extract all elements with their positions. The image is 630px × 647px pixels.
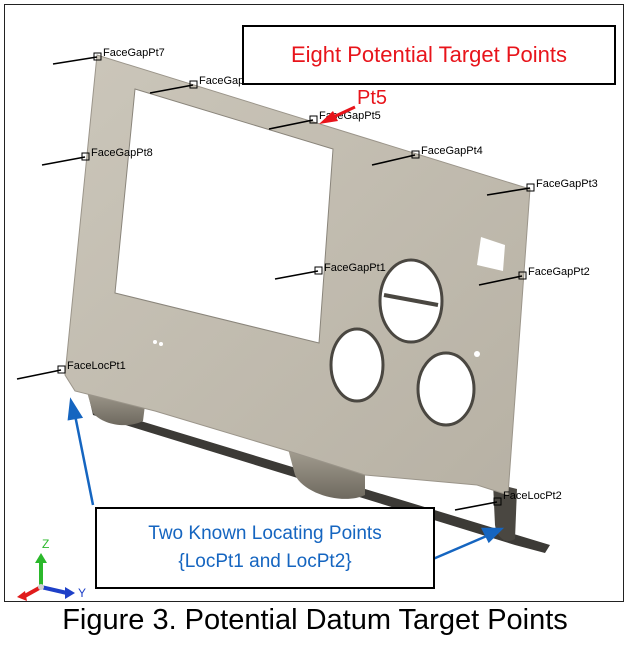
label-pt1: FaceGapPt1 [324,262,386,274]
pin-hole-a [153,340,157,344]
leader-pt6 [149,84,194,94]
label-pt3: FaceGapPt3 [536,178,598,190]
leader-loc2 [454,501,498,511]
part-scene: FaceGapPt7 FaceGapPt6 FaceGapPt5 FaceGap… [16,47,598,601]
title-callout-text: Eight Potential Target Points [291,42,567,67]
arrow-loc2 [432,533,490,561]
leader-pt2 [478,275,523,286]
marker-pt5 [309,115,318,124]
leader-pt7 [52,56,98,65]
target-markers [57,52,535,506]
leader-pt3 [486,187,531,196]
label-pt2: FaceGapPt2 [528,266,590,278]
pin-hole-b [159,342,163,346]
marker-pt2 [518,271,527,280]
figure-frame: FaceGapPt7 FaceGapPt6 FaceGapPt5 FaceGap… [4,4,624,602]
locating-points-line1: Two Known Locating Points [148,523,382,544]
leader-pt4 [371,154,416,166]
locating-points-box: Two Known Locating Points {LocPt1 and Lo… [95,507,435,589]
pt5-arrow [319,105,356,124]
label-pt8: FaceGapPt8 [91,147,153,159]
target-leaders [16,56,531,511]
marker-loc2 [493,497,502,506]
locating-arrows [67,397,505,561]
label-pt7: FaceGapPt7 [103,47,165,59]
marker-pt7 [93,52,102,61]
round-hole-right [416,351,476,427]
label-pt4: FaceGapPt4 [421,145,483,157]
square-hole [477,237,505,271]
leader-pt1 [274,270,319,280]
marker-loc1 [57,365,66,374]
marker-pt6 [189,80,198,89]
label-loc1: FaceLocPt1 [67,360,126,372]
leader-loc1 [16,369,62,380]
marker-pt4 [411,150,420,159]
leader-pt8 [41,156,86,166]
figure-caption: Figure 3. Potential Datum Target Points [62,604,568,636]
marker-pt8 [81,152,90,161]
title-callout-box: Eight Potential Target Points [242,25,616,85]
marker-pt1 [314,266,323,275]
marker-pt3 [526,183,535,192]
label-loc2: FaceLocPt2 [503,490,562,502]
round-hole-left [329,327,385,403]
locating-points-line2: {LocPt1 and LocPt2} [178,551,352,572]
axis-y-label: Y [78,586,86,600]
leader-pt5 [268,119,314,130]
pt5-callout-label: Pt5 [357,87,388,109]
middle-foot [287,445,365,499]
arrow-loc1 [73,414,95,506]
axis-triad: Z Y [17,537,86,601]
hole-key-upper [383,293,439,307]
small-hole [474,351,480,357]
axis-z-label: Z [42,537,49,551]
display-window [114,88,334,344]
